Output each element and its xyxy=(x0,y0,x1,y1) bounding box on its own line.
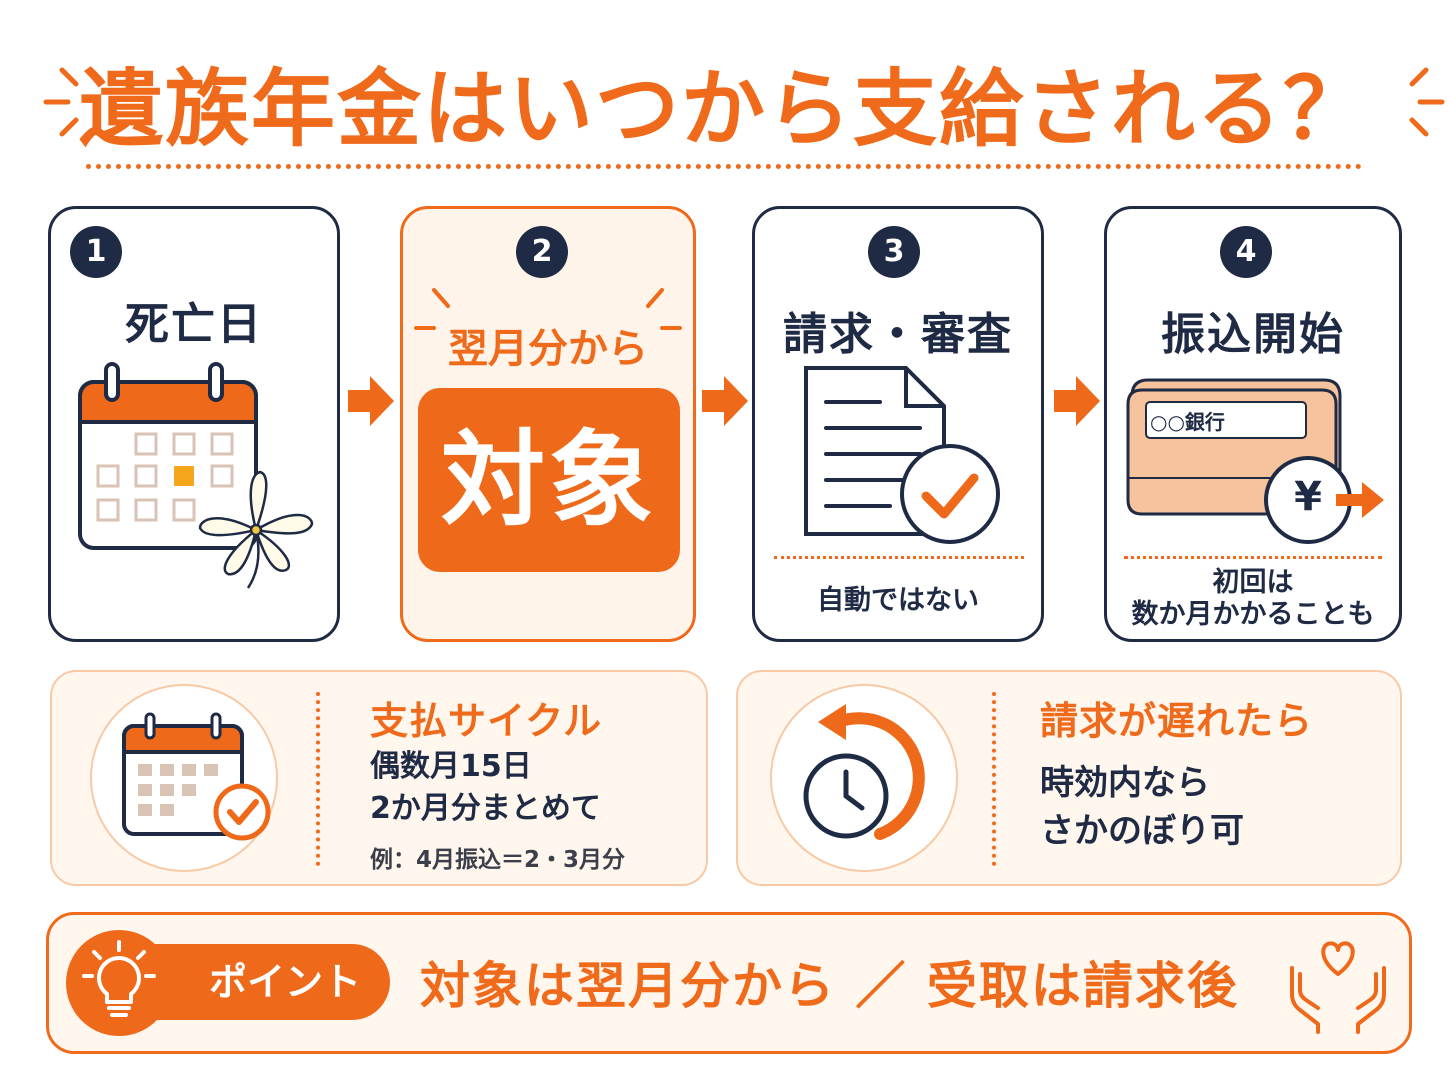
bank-name-label: ○○銀行 xyxy=(1150,410,1225,434)
step-4-title: 振込開始 xyxy=(1161,309,1345,360)
arrow-right-icon xyxy=(348,376,394,426)
page-title: 遺族年金はいつから支給される？ xyxy=(78,60,1369,158)
step-number-3: 3 xyxy=(868,226,920,278)
yen-transfer-icon xyxy=(1264,456,1384,544)
document-check-icon xyxy=(804,366,1000,544)
sparkle-lines-icon xyxy=(414,288,682,330)
arrow-right-icon xyxy=(702,376,748,426)
payment-cycle-example: 例：4月振込＝2・3月分 xyxy=(370,847,626,873)
step-number-1: 1 xyxy=(70,226,122,278)
step-3-note: 自動ではない xyxy=(817,585,979,616)
hands-heart-icon xyxy=(1290,941,1386,1034)
step-4-note-line1: 初回は xyxy=(1212,567,1294,598)
payment-cycle-heading: 支払サイクル xyxy=(370,699,603,743)
panel-divider xyxy=(992,692,996,866)
clock-rewind-icon xyxy=(803,704,925,840)
step-1-title: 死亡日 xyxy=(125,299,263,350)
step-number-4: 4 xyxy=(1220,226,1272,278)
calendar-lily-icon xyxy=(78,362,314,589)
late-claim-heading: 請求が遅れたら xyxy=(1040,699,1314,743)
late-claim-line2: さかのぼり可 xyxy=(1040,811,1244,851)
step-2-subtitle: 翌月分から xyxy=(448,326,648,372)
panel-divider xyxy=(316,692,320,866)
calendar-check-icon xyxy=(122,712,271,841)
title-divider xyxy=(86,164,1362,169)
left-spark-icon xyxy=(43,67,79,137)
yen-symbol: ¥ xyxy=(1294,474,1322,520)
step-2-target-label: 対象 xyxy=(418,388,680,572)
late-claim-line1: 時効内なら xyxy=(1040,763,1210,803)
step-3-title: 請求・審査 xyxy=(783,309,1013,360)
step-4-divider xyxy=(1124,556,1382,559)
point-message: 対象は翌月分から ／ 受取は請求後 xyxy=(420,957,1239,1015)
payment-cycle-line1: 偶数月15日 xyxy=(370,749,532,784)
arrow-right-icon xyxy=(1054,376,1100,426)
point-label: ポイント xyxy=(150,944,390,1020)
step-3-divider xyxy=(774,556,1024,559)
step-4-note-line2: 数か月かかることも xyxy=(1131,599,1375,630)
step-number-2: 2 xyxy=(516,226,568,278)
lightbulb-icon xyxy=(82,940,156,1017)
payment-cycle-line2: 2か月分まとめて xyxy=(370,791,601,826)
right-spark-icon xyxy=(1409,67,1445,137)
